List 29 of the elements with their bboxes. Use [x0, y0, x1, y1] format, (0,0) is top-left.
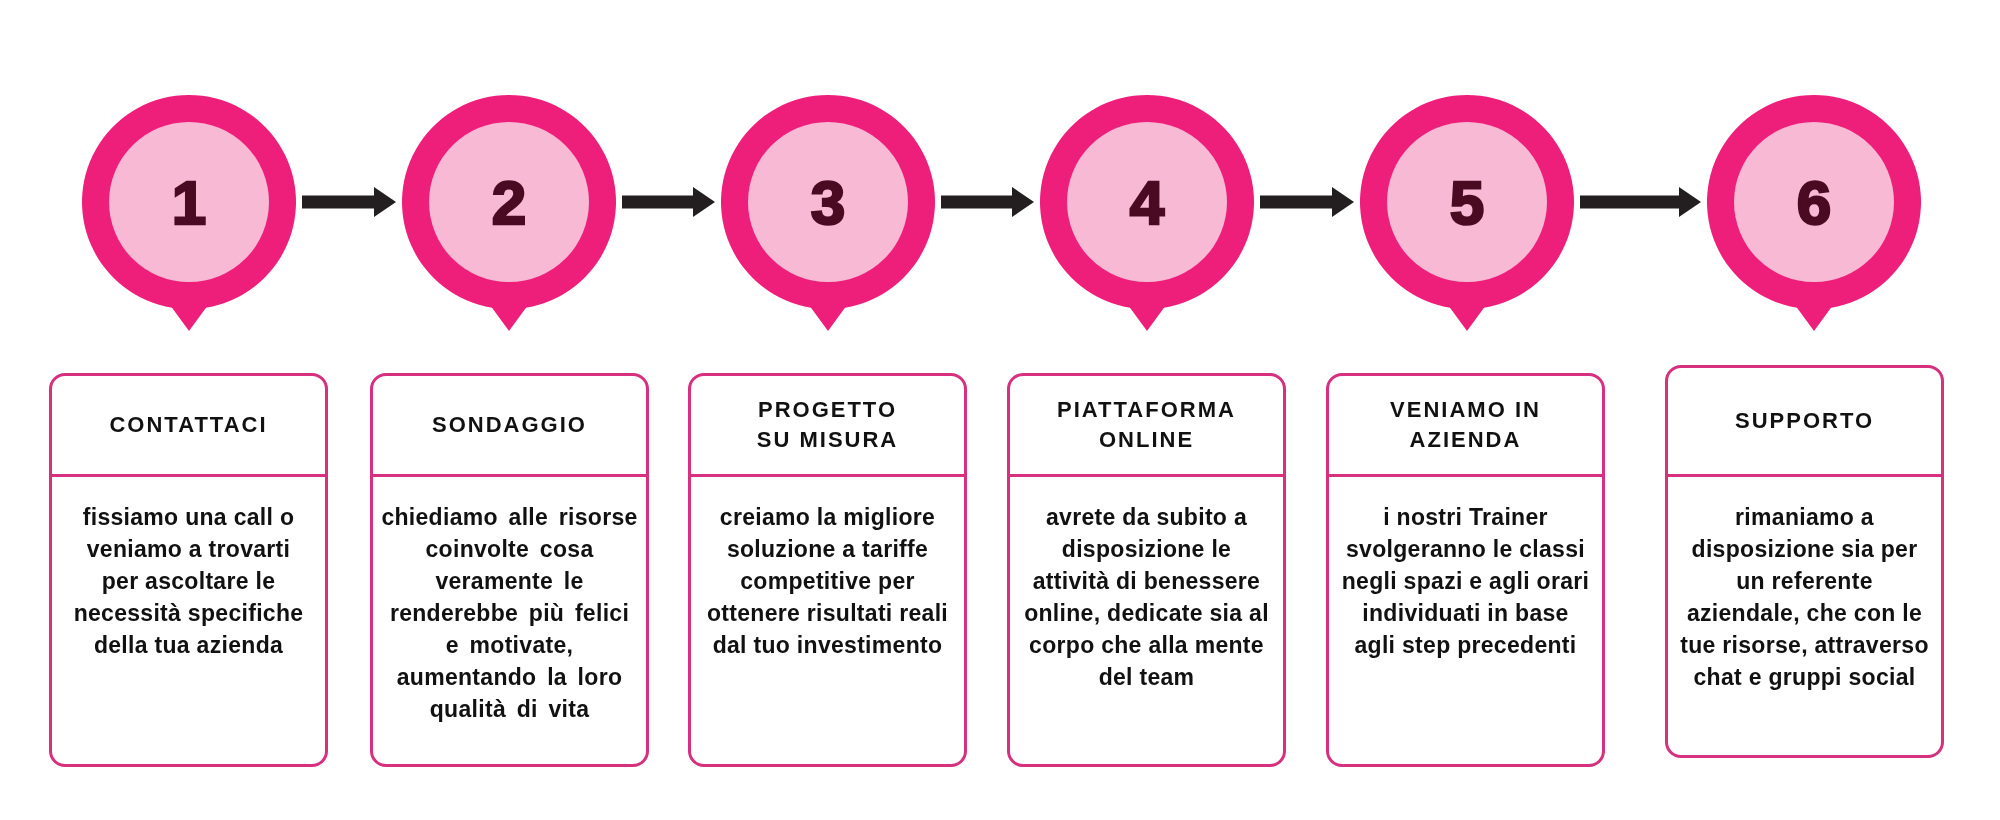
- card-title: SONDAGGIO: [432, 411, 587, 440]
- card-description: creiamo la migliore soluzione a tariffe competitive per ottenere risultati reali dal tuo investimento: [705, 503, 950, 661]
- card-description: fissiamo una call o veniamo a trovarti per ascoltare le necessità specifiche della tua azienda: [72, 503, 305, 661]
- card-description: chiediamo alle risorse coinvolte cosa veramente le renderebbe più felici e motivate, aumentando la loro qualità di vita: [380, 503, 639, 725]
- step-card: [1665, 365, 1944, 758]
- arrow: [1260, 187, 1354, 217]
- step-number: 5: [1449, 172, 1485, 234]
- step-number: 1: [171, 172, 207, 234]
- arrow: [302, 187, 396, 217]
- step-number: 4: [1129, 172, 1165, 234]
- arrow: [622, 187, 715, 217]
- card-title: SUPPORTO: [1734, 407, 1875, 436]
- card-description: rimaniamo a disposizione sia per un referente aziendale, che con le tue risorse, attraverso chat e gruppi social: [1679, 503, 1930, 693]
- step-number: 3: [810, 172, 846, 234]
- card-title: PROGETTO SU MISURA: [755, 396, 900, 455]
- step-card: [1007, 373, 1286, 767]
- step-card: [49, 373, 328, 767]
- step-card: [688, 373, 967, 767]
- arrow: [941, 187, 1034, 217]
- arrow: [1580, 187, 1701, 217]
- card-title: VENIAMO IN AZIENDA: [1389, 396, 1542, 455]
- step-number: 6: [1796, 172, 1832, 234]
- card-description: avrete da subito a disposizione le attività di benessere online, dedicate sia al corpo che alla mente del team: [1023, 503, 1270, 693]
- card-description: i nostri Trainer svolgeranno le classi negli spazi e agli orari individuati in base agli step precedenti: [1340, 503, 1591, 661]
- step-card: [370, 373, 649, 767]
- card-title: PIATTAFORMA ONLINE: [1056, 396, 1237, 455]
- step-number: 2: [491, 172, 527, 234]
- step-card: [1326, 373, 1605, 767]
- card-title: CONTATTACI: [109, 411, 268, 440]
